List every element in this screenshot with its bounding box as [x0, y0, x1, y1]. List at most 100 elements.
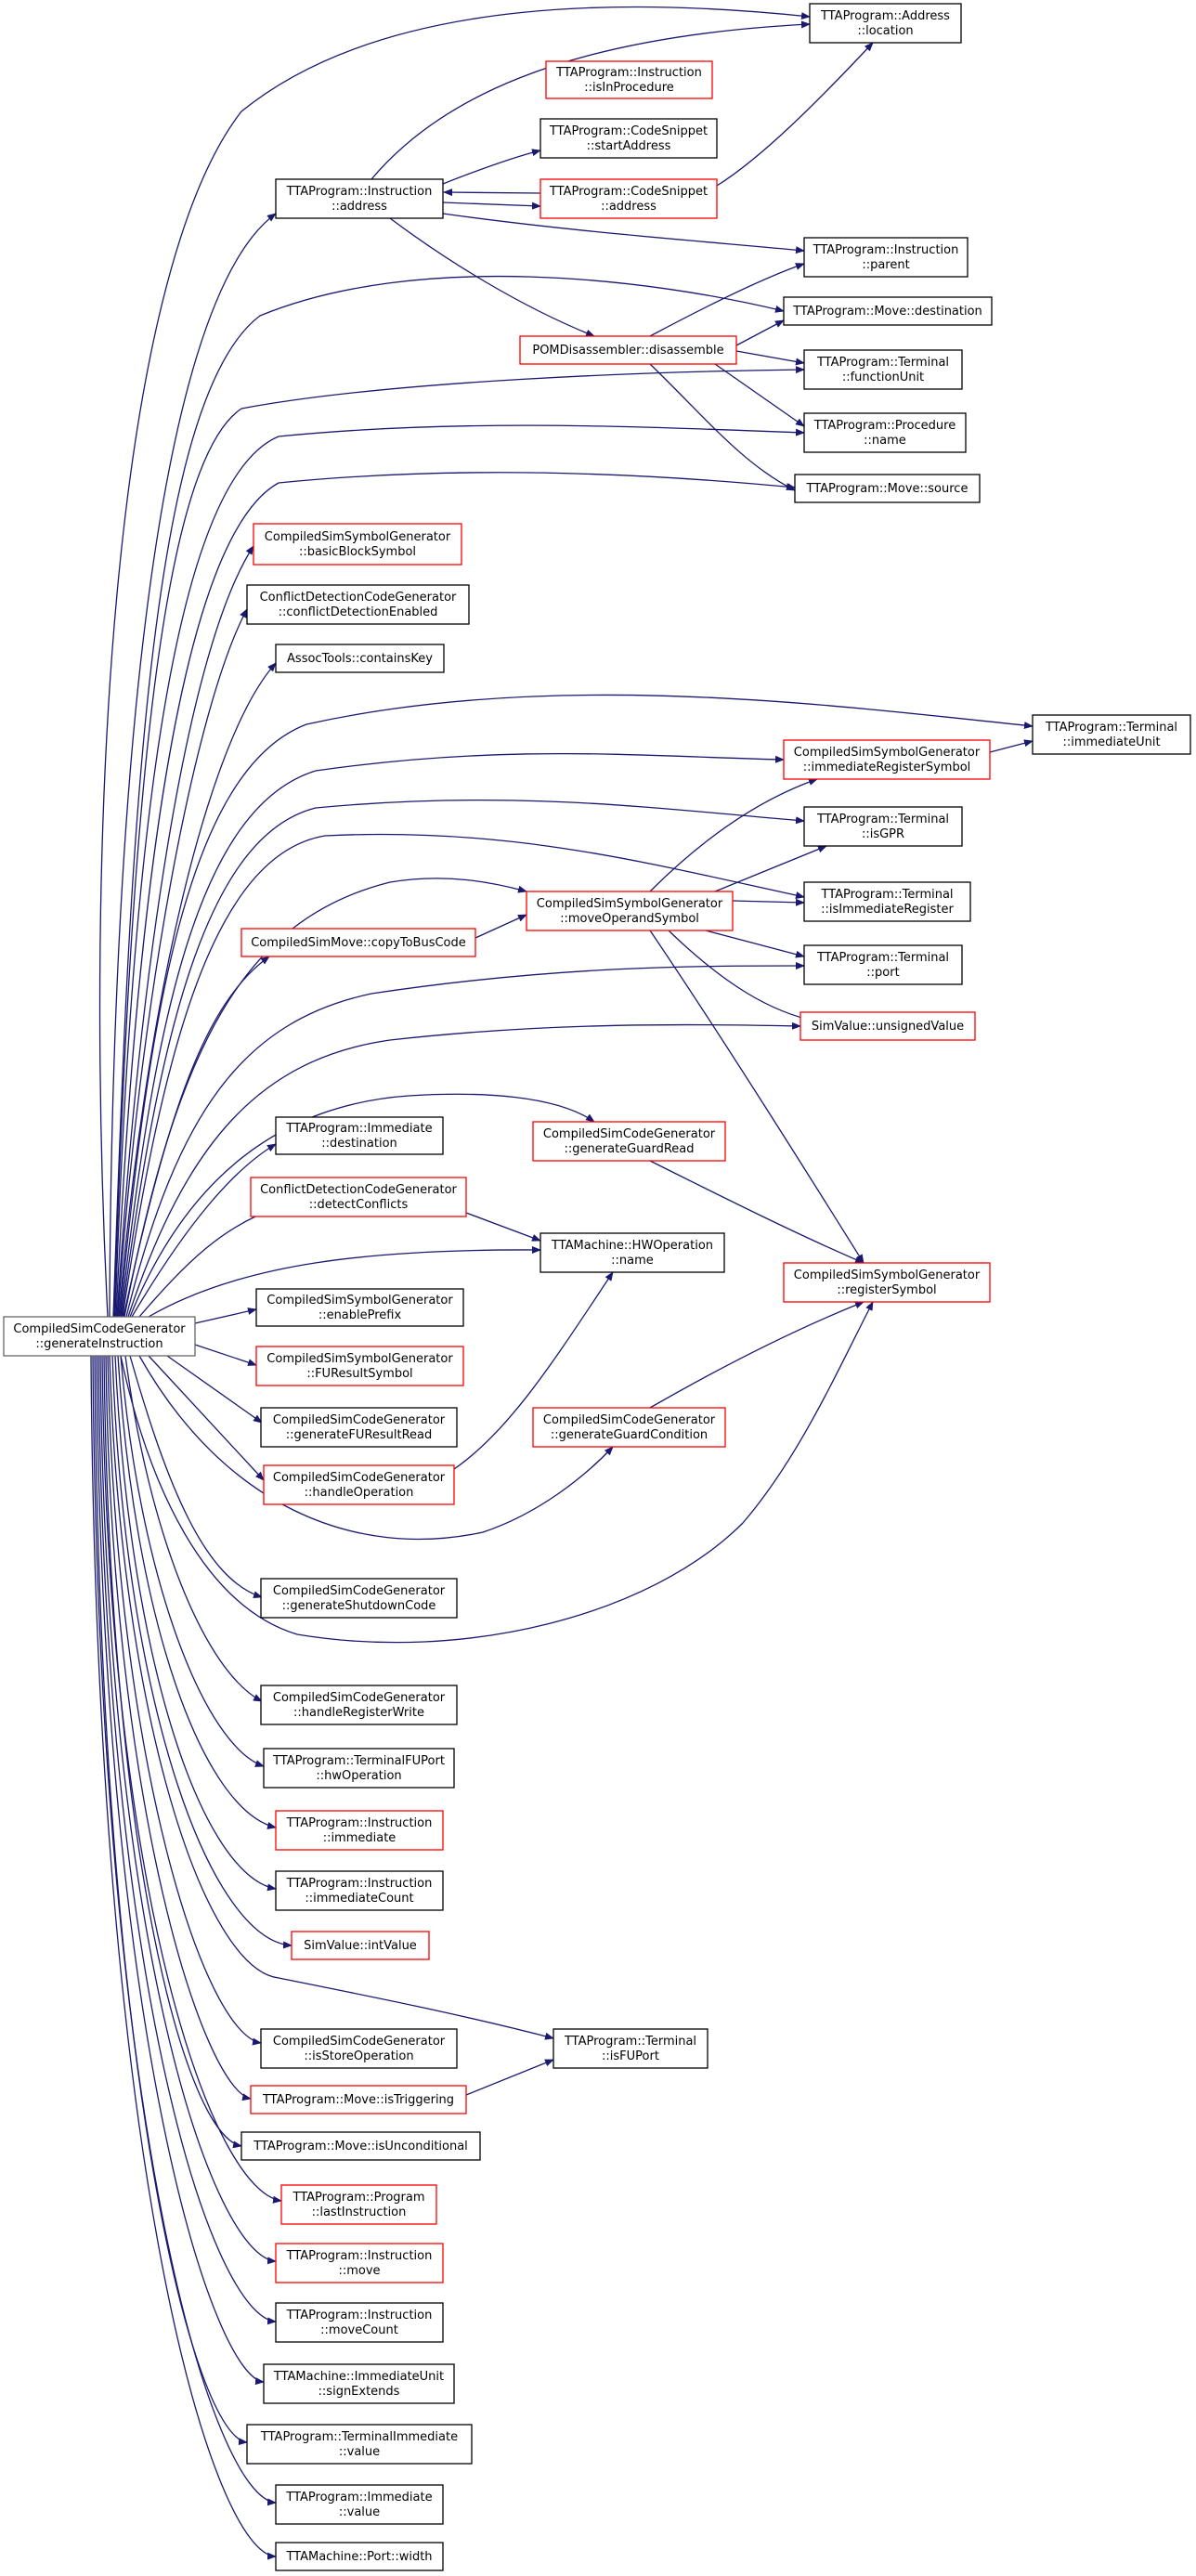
- edge-css_moveOperandSymbol-to-css_immRegSymbol: [649, 778, 818, 892]
- node-sv_unsignedValue[interactable]: SimValue::unsignedValue: [800, 1011, 976, 1041]
- node-instr_immediate[interactable]: TTAProgram::Instruction::immediate: [275, 1810, 444, 1851]
- node-ti_value[interactable]: TTAProgram::TerminalImmediate::value: [246, 2424, 473, 2465]
- node-label-line: ::functionUnit: [842, 371, 924, 384]
- node-label-line: TTAProgram::Immediate: [285, 2491, 432, 2504]
- node-box: [275, 2302, 444, 2343]
- node-sv_intValue[interactable]: SimValue::intValue: [291, 1931, 430, 1960]
- node-label-line: ::FUResultSymbol: [306, 1367, 412, 1381]
- edge-pom_disassemble-to-proc_name: [714, 363, 805, 427]
- node-instr_immediateCount[interactable]: TTAProgram::Instruction::immediateCount: [275, 1870, 444, 1911]
- node-box: [263, 1464, 455, 1505]
- node-label-line: ::isGPR: [862, 827, 904, 841]
- node-label-line: ::generateFUResultRead: [286, 1428, 432, 1442]
- node-pom_disassemble[interactable]: POMDisassembler::disassemble: [519, 335, 737, 365]
- node-cscg_genGuardCondition[interactable]: CompiledSimCodeGenerator::generateGuardC…: [532, 1407, 726, 1448]
- node-box: [240, 2131, 481, 2161]
- edge-root-to-css_registerSymbol: [120, 1301, 874, 1644]
- node-box: [250, 2085, 467, 2114]
- edge-root-to-term_isImmReg: [122, 833, 805, 1318]
- node-cdcg_detectConflicts[interactable]: ConflictDetectionCodeGenerator::detectCo…: [250, 1177, 467, 1217]
- node-label-line: CompiledSimSymbolGenerator: [265, 530, 451, 544]
- node-imm_value[interactable]: TTAProgram::Immediate::value: [275, 2484, 444, 2525]
- node-box: [263, 1748, 455, 1789]
- node-label-line: TTAProgram::Terminal: [816, 356, 949, 370]
- node-css_FUResultSymbol[interactable]: CompiledSimSymbolGenerator::FUResultSymb…: [255, 1346, 464, 1386]
- node-css_immRegSymbol[interactable]: CompiledSimSymbolGenerator::immediateReg…: [783, 739, 991, 780]
- edge-instr_address-to-addr_location: [370, 20, 811, 180]
- node-label-line: TTAProgram::Immediate: [285, 1122, 432, 1136]
- node-box: [519, 335, 737, 365]
- node-instr_isInProcedure[interactable]: TTAProgram::Instruction::isInProcedure: [545, 60, 713, 99]
- node-term_isFUPort[interactable]: TTAProgram::Terminal::isFUPort: [552, 2028, 708, 2069]
- node-label-line: TTAProgram::Instruction: [555, 66, 702, 80]
- node-label-line: ::registerSymbol: [837, 1283, 936, 1297]
- node-label-line: ::parent: [862, 258, 909, 272]
- node-box: [783, 1262, 991, 1303]
- node-instr_address[interactable]: TTAProgram::Instruction::address: [275, 178, 444, 219]
- edge-pom_disassemble-to-instr_parent: [649, 263, 805, 337]
- edge-root-to-hwop_name: [148, 1245, 541, 1318]
- node-cscg_handleOperation[interactable]: CompiledSimCodeGenerator::handleOperatio…: [263, 1464, 455, 1505]
- node-cscg_isStoreOperation[interactable]: CompiledSimCodeGenerator::isStoreOperati…: [260, 2028, 458, 2069]
- node-label-line: CompiledSimCodeGenerator: [273, 1691, 446, 1705]
- edge-root-to-iu_signExtends: [96, 1355, 265, 2386]
- node-proc_name[interactable]: TTAProgram::Procedure::name: [803, 412, 967, 453]
- node-label-line: TTAMachine::HWOperation: [551, 1239, 713, 1253]
- edge-move_isTriggering-to-term_isFUPort: [465, 2059, 554, 2096]
- node-move_destination[interactable]: TTAProgram::Move::destination: [783, 296, 993, 326]
- node-instr_move[interactable]: TTAProgram::Instruction::move: [275, 2243, 444, 2283]
- node-label-line: TTAProgram::CodeSnippet: [549, 124, 708, 138]
- node-cscg_genGuardRead[interactable]: CompiledSimCodeGenerator::generateGuardR…: [532, 1121, 726, 1162]
- node-css_registerSymbol[interactable]: CompiledSimSymbolGenerator::registerSymb…: [783, 1262, 991, 1303]
- edge-root-to-term_isFUPort: [109, 1355, 554, 2040]
- node-cscg_handleRegisterWrite[interactable]: CompiledSimCodeGenerator::handleRegister…: [260, 1685, 458, 1725]
- edge-css_moveOperandSymbol-to-term_isGPR: [714, 845, 827, 892]
- node-tfup_hwOperation[interactable]: TTAProgram::TerminalFUPort::hwOperation: [263, 1748, 455, 1789]
- edge-css_moveOperandSymbol-to-term_isImmReg: [732, 898, 805, 906]
- node-term_isGPR[interactable]: TTAProgram::Terminal::isGPR: [803, 806, 963, 847]
- node-css_moveOperandSymbol[interactable]: CompiledSimSymbolGenerator::moveOperandS…: [526, 891, 734, 931]
- edge-instr_address-to-pom_disassemble: [389, 217, 595, 337]
- node-box: [803, 944, 963, 985]
- node-label-line: TTAProgram::Address: [820, 9, 950, 23]
- node-cscg_genShutdownCode[interactable]: CompiledSimCodeGenerator::generateShutdo…: [260, 1578, 458, 1619]
- node-instr_moveCount[interactable]: TTAProgram::Instruction::moveCount: [275, 2302, 444, 2343]
- node-move_isUnconditional[interactable]: TTAProgram::Move::isUnconditional: [240, 2131, 481, 2161]
- node-assoc_containsKey[interactable]: AssocTools::containsKey: [275, 644, 445, 673]
- node-label-line: ::generateInstruction: [35, 1337, 162, 1351]
- node-hwop_name[interactable]: TTAMachine::HWOperation::name: [540, 1232, 725, 1273]
- node-box: [275, 1870, 444, 1911]
- node-term_immediateUnit[interactable]: TTAProgram::Terminal::immediateUnit: [1032, 714, 1191, 755]
- node-cs_address[interactable]: TTAProgram::CodeSnippet::address: [540, 178, 718, 219]
- node-addr_location[interactable]: TTAProgram::Address::location: [809, 3, 962, 44]
- node-box: [255, 1346, 464, 1386]
- node-port_width[interactable]: TTAMachine::Port::width: [275, 2542, 444, 2571]
- node-cscg_genFUResultRead[interactable]: CompiledSimCodeGenerator::generateFUResu…: [260, 1407, 458, 1448]
- node-label-line: ::isInProcedure: [584, 81, 674, 95]
- node-term_port[interactable]: TTAProgram::Terminal::port: [803, 944, 963, 985]
- node-move_source[interactable]: TTAProgram::Move::source: [794, 474, 981, 503]
- node-label-line: ::handleOperation: [305, 1486, 414, 1500]
- node-prog_lastInstruction[interactable]: TTAProgram::Program::lastInstruction: [280, 2184, 437, 2225]
- node-move_isTriggering[interactable]: TTAProgram::Move::isTriggering: [250, 2085, 467, 2114]
- node-instr_parent[interactable]: TTAProgram::Instruction::parent: [803, 237, 968, 278]
- node-csm_copyToBusCode[interactable]: CompiledSimMove::copyToBusCode: [240, 928, 476, 957]
- node-cs_startAddress[interactable]: TTAProgram::CodeSnippet::startAddress: [540, 118, 718, 159]
- node-cdcg_enabled[interactable]: ConflictDetectionCodeGenerator::conflict…: [246, 584, 470, 625]
- node-label-line: TTAProgram::Instruction: [286, 1816, 433, 1830]
- node-label-line: ::generateShutdownCode: [282, 1599, 436, 1613]
- node-label-line: CompiledSimSymbolGenerator: [794, 1268, 981, 1282]
- node-term_isImmReg[interactable]: TTAProgram::Terminal::isImmediateRegiste…: [803, 881, 971, 922]
- node-css_enablePrefix[interactable]: CompiledSimSymbolGenerator::enablePrefix: [255, 1288, 464, 1327]
- node-label-line: TTAProgram::Instruction: [286, 2249, 433, 2263]
- edge-root-to-cscg_genGuardCondition: [138, 1355, 614, 1541]
- edge-cscg_handleOperation-to-hwop_name: [453, 1271, 614, 1470]
- node-label-line: ::startAddress: [587, 139, 671, 153]
- node-iu_signExtends[interactable]: TTAMachine::ImmediateUnit::signExtends: [263, 2363, 455, 2404]
- edge-pom_disassemble-to-term_functionUnit: [735, 350, 805, 366]
- node-label-line: TTAProgram::TerminalImmediate: [260, 2430, 458, 2444]
- node-imm_destination[interactable]: TTAProgram::Immediate::destination: [275, 1116, 444, 1155]
- node-box: [532, 1121, 726, 1162]
- node-term_functionUnit[interactable]: TTAProgram::Terminal::functionUnit: [803, 349, 963, 390]
- node-css_basicBlockSymbol[interactable]: CompiledSimSymbolGenerator::basicBlockSy…: [253, 523, 462, 566]
